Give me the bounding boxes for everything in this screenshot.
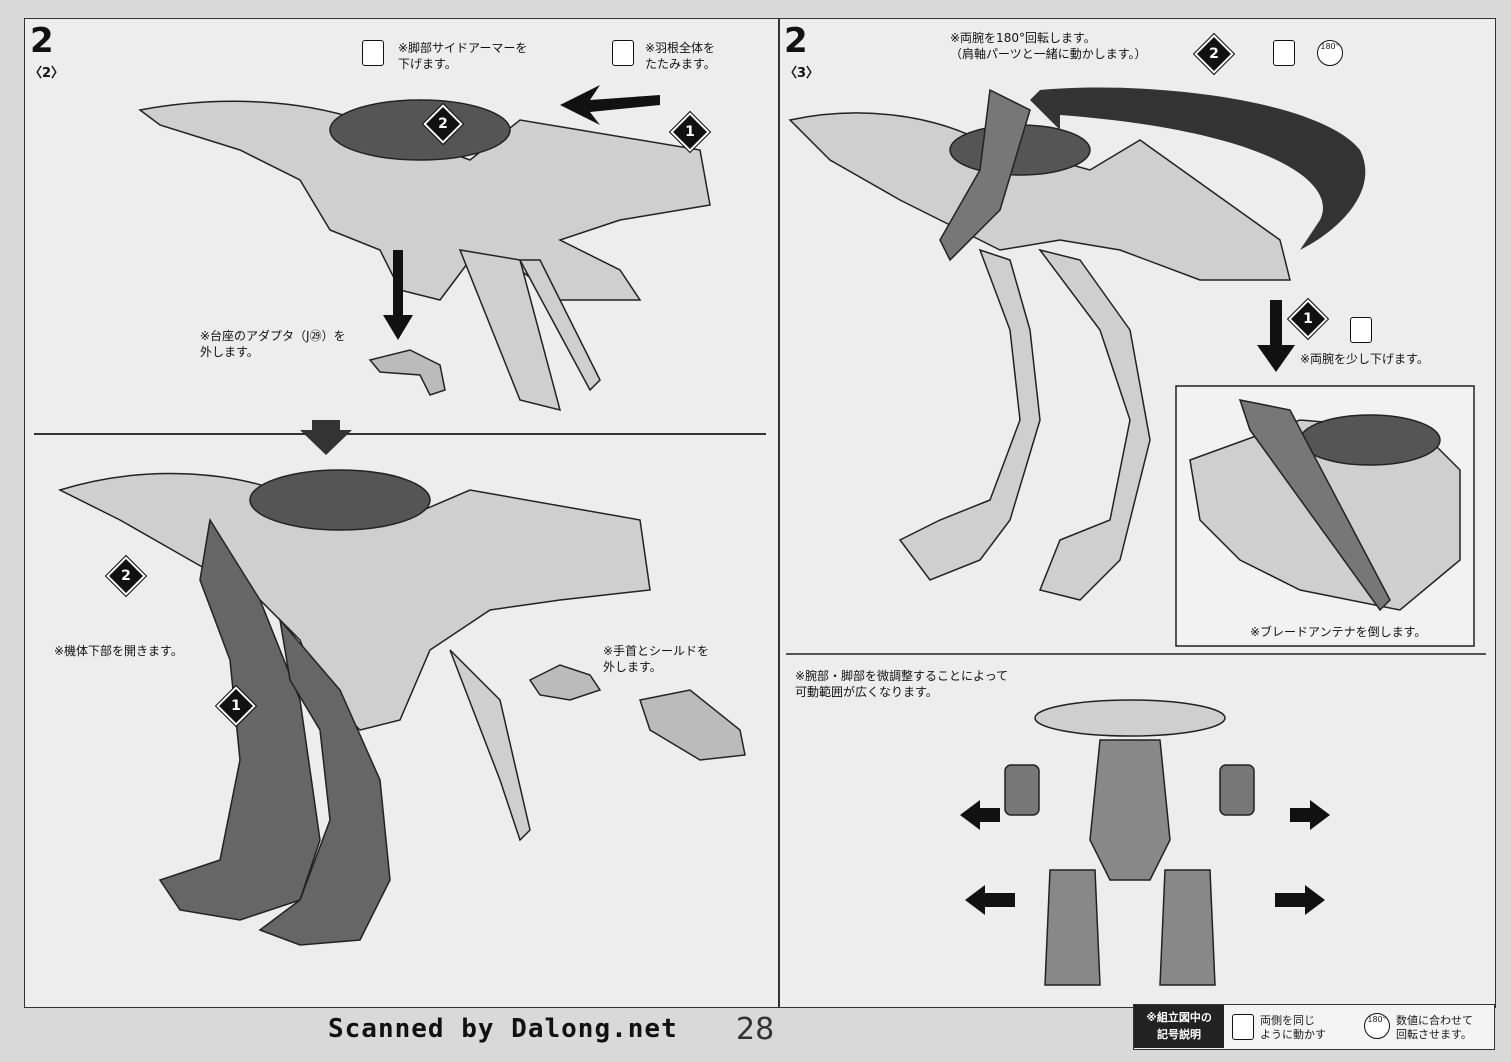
both-sides-symbol [362,40,384,66]
note-leg-armor: ※脚部サイドアーマーを 下げます。 [398,41,528,71]
step-number-right: 2 [784,21,808,61]
both-sides-symbol [612,40,634,66]
legend-item-both-sides: 両側を同じ ように動かす [1260,1014,1326,1041]
symbol-legend: ※組立図中の 記号説明 両側を同じ ように動かす 180° 数値に合わせて 回転… [1133,1004,1495,1050]
both-sides-symbol [1273,40,1295,66]
substep-right: 〈3〉 [784,66,820,81]
page-number: 28 [736,1012,775,1047]
rotate-symbol: 180° [1317,40,1343,66]
note-adapter: ※台座のアダプタ（J㉙）を 外します。 [200,329,346,359]
note-wrist-shield: ※手首とシールドを 外します。 [603,644,710,674]
rotate-symbol: 180° [1364,1013,1390,1039]
panel-divider [778,18,780,1008]
note-lower-arms: ※両腕を少し下げます。 [1300,352,1429,366]
substep-left: 〈2〉 [29,66,65,81]
note-wings: ※羽根全体を たたみます。 [645,41,716,71]
note-rotate-arms: ※両腕を180°回転します。 （肩軸パーツと一緒に動かします。） [950,31,1147,61]
note-lower-body: ※機体下部を開きます。 [54,644,183,658]
legend-title: ※組立図中の 記号説明 [1134,1005,1224,1048]
note-adjust: ※腕部・脚部を微調整することによって 可動範囲が広くなります。 [795,669,1009,699]
step-number-left: 2 [30,21,54,61]
both-sides-symbol [1350,317,1372,343]
legend-item-rotate: 数値に合わせて 回転させます。 [1396,1014,1473,1041]
both-sides-symbol [1232,1014,1254,1040]
left-panel-divider [34,433,766,435]
scan-credit: Scanned by Dalong.net [328,1014,678,1044]
right-panel-divider [786,653,1486,655]
note-blade-antenna: ※ブレードアンテナを倒します。 [1250,625,1427,639]
